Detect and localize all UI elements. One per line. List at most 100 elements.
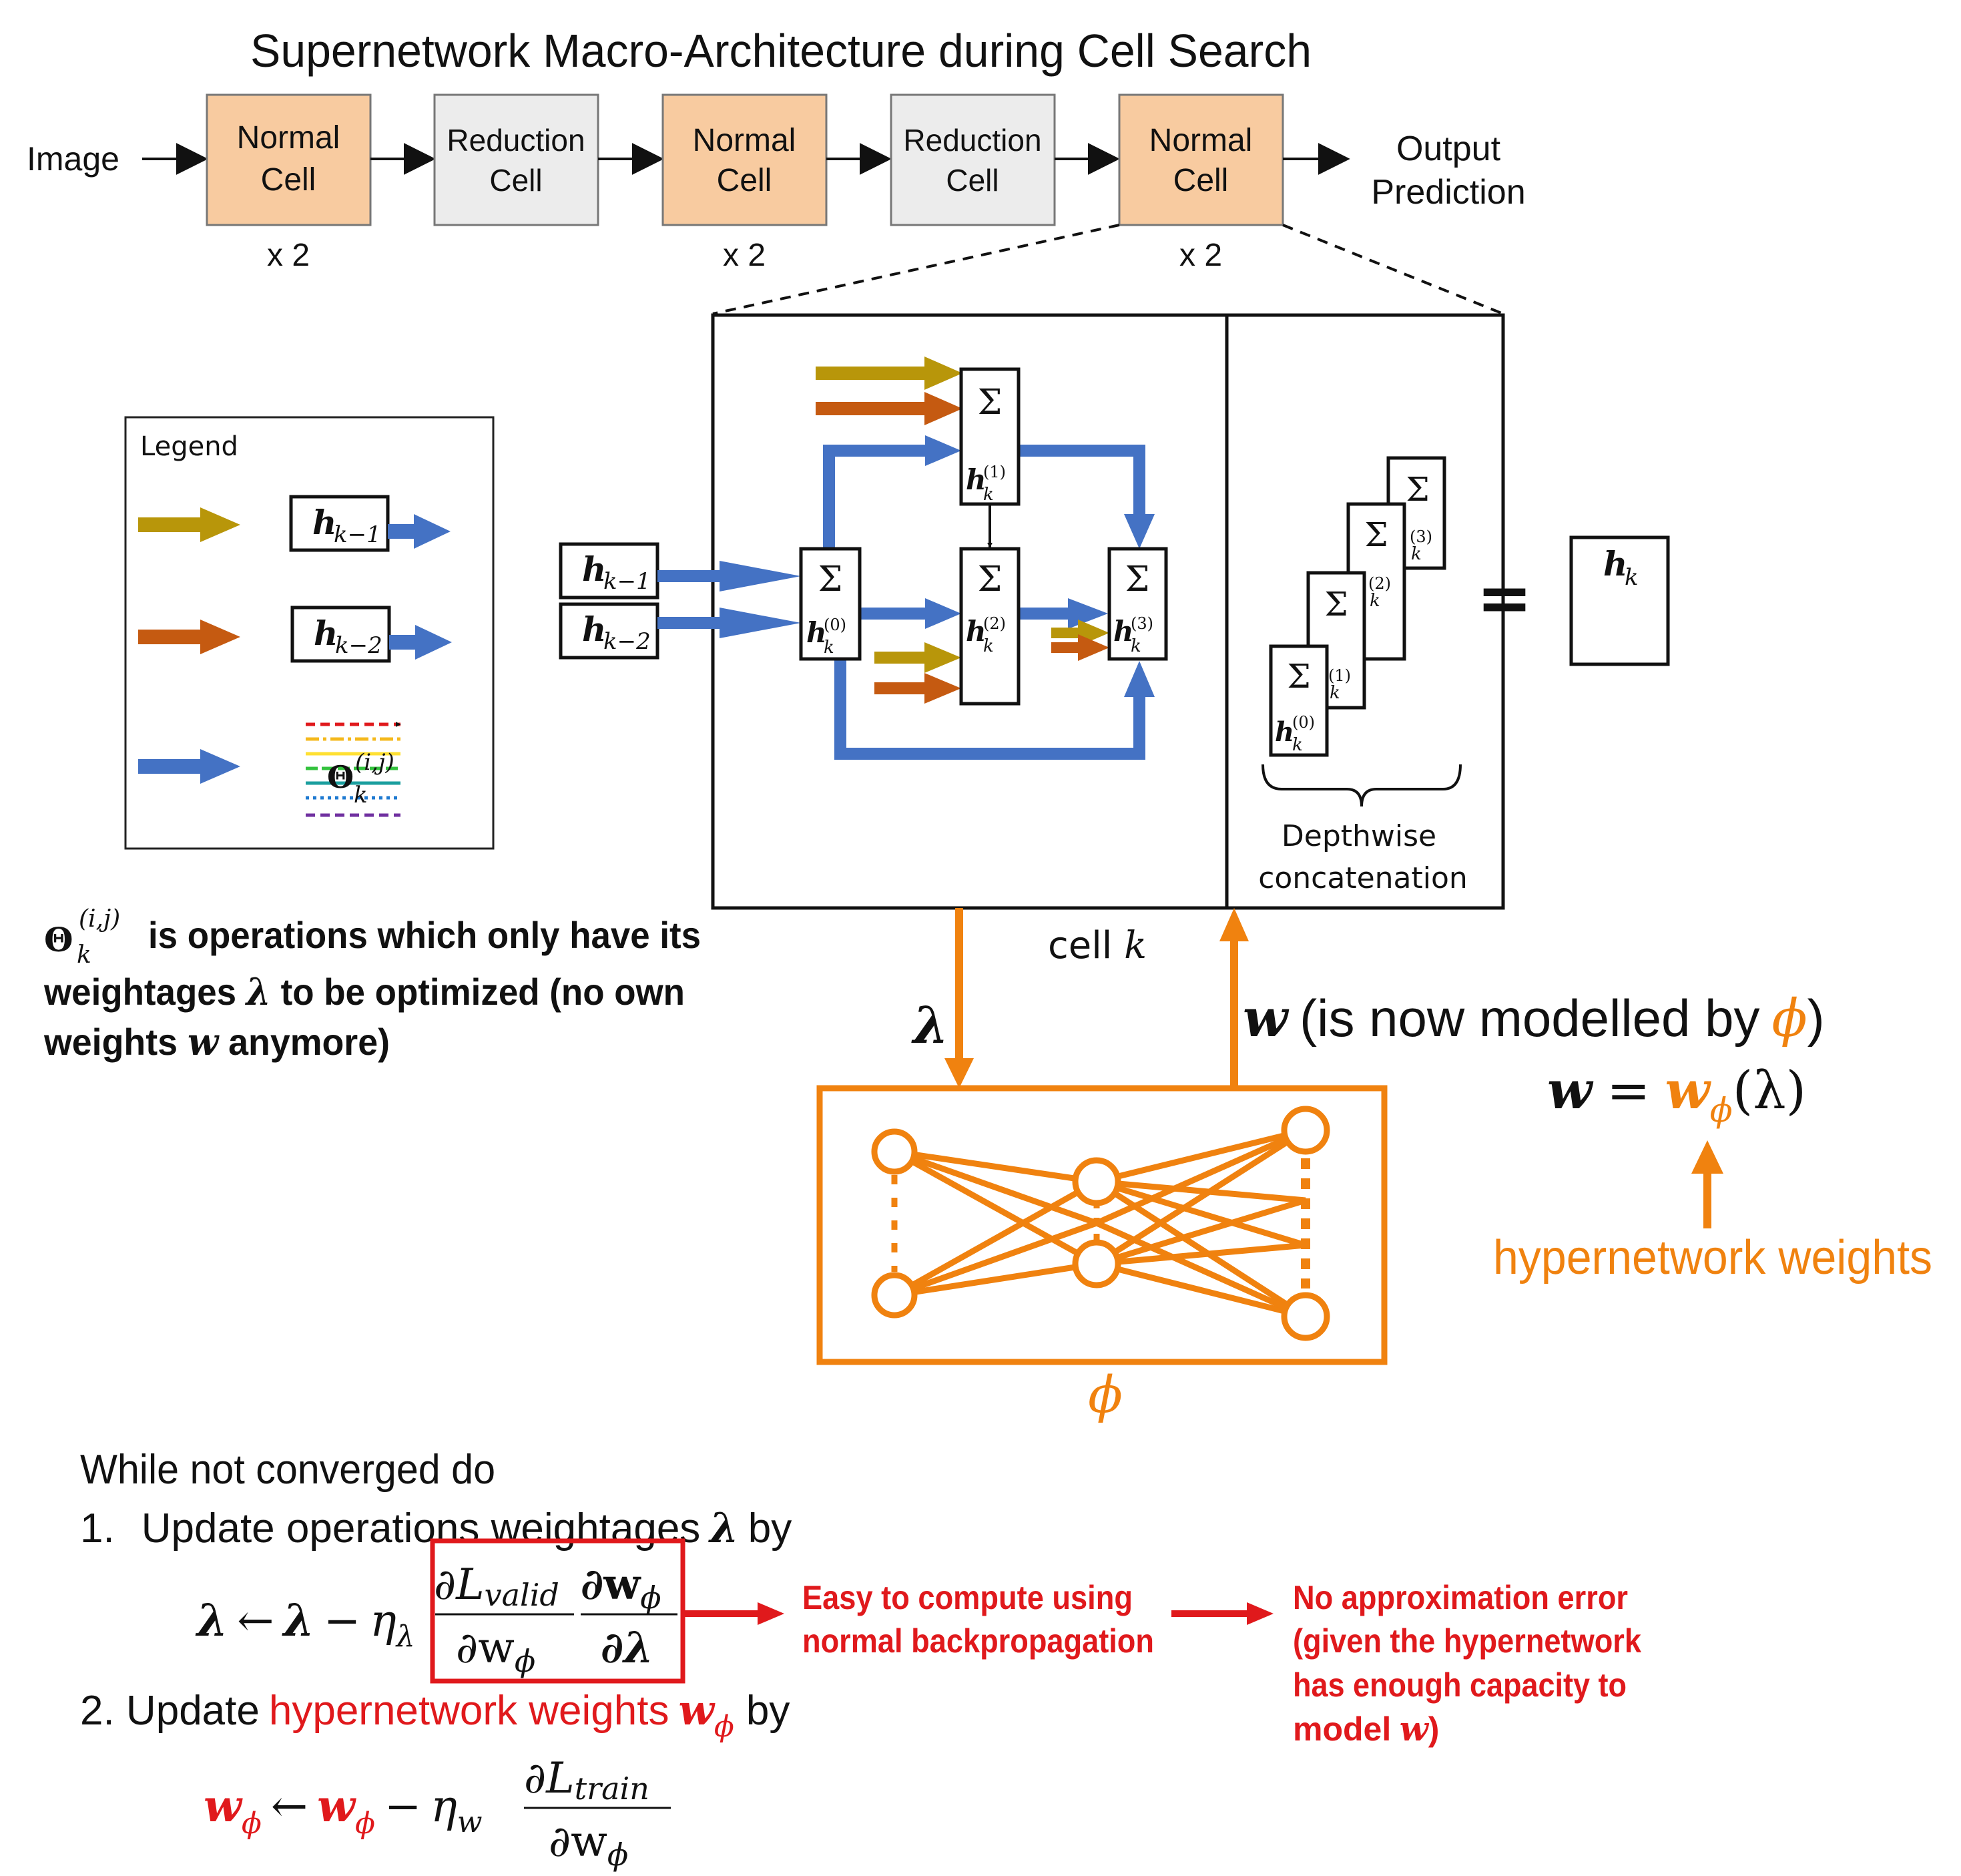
callouts: Easy to compute using normal backpropaga… xyxy=(683,1579,1641,1748)
callout-easy-line2: normal backpropagation xyxy=(802,1622,1154,1660)
cell-node-0-sub: k xyxy=(824,638,834,658)
concat-card-2-sup: (2) xyxy=(1368,574,1391,593)
macro-cell-1-box xyxy=(206,93,372,226)
cell-input-hk2: h k−2 xyxy=(559,602,659,660)
cell-node-1-sub: k xyxy=(983,485,994,505)
diagram-title: Supernetwork Macro-Architecture during C… xyxy=(250,25,1312,77)
legend: Legend h k−1 h k−2 xyxy=(124,416,495,850)
update2-lhs: wϕ←wϕ−ηw xyxy=(204,1780,483,1841)
cell-blue-edges xyxy=(657,435,1155,760)
cell-node-3-sym: h xyxy=(1113,615,1134,648)
macro-cell-2-line1: Reduction xyxy=(447,123,585,158)
cell-frame xyxy=(711,313,1505,910)
concat-card-0-sub: k xyxy=(1292,735,1303,755)
legend-hk1-item: h k−1 xyxy=(289,495,451,552)
macro-cell-1-repeat: x 2 xyxy=(267,238,310,273)
concat-card-3-sum: Σ xyxy=(1406,470,1429,509)
cell-node-3-sub: k xyxy=(1131,636,1141,656)
update1-num2: ∂wϕ xyxy=(581,1560,661,1616)
cell-node-0-sum: Σ xyxy=(818,559,843,600)
macro-cell-5-box xyxy=(1118,93,1284,226)
w-arrow-shaft xyxy=(1230,938,1238,1088)
cell-output-sub: k xyxy=(1625,564,1639,591)
cell-input-edges xyxy=(816,357,1109,704)
update1-den1: ∂wϕ xyxy=(456,1624,535,1679)
concat-card-3-sub: k xyxy=(1411,544,1422,564)
cell-output-sym: h xyxy=(1603,544,1627,583)
legend-theta-sup: (i,j) xyxy=(355,749,394,776)
concat-brace xyxy=(1262,764,1462,807)
cell-node-0: Σ h k (0) xyxy=(799,547,862,661)
legend-hk2-sub: k−2 xyxy=(335,632,382,659)
cell-input-hk1-sub: k−1 xyxy=(603,568,651,595)
cell-node-2-sup: (2) xyxy=(983,614,1006,633)
w-equation: w=wϕ(λ) xyxy=(1547,1060,1806,1130)
concat-label-line2: concatenation xyxy=(1258,861,1468,895)
macro-cell-5-line1: Normal xyxy=(1149,123,1253,158)
note-line2: weightages λ to be optimized (no own xyxy=(43,970,685,1014)
legend-title: Legend xyxy=(140,431,238,462)
weights-arrow-shaft xyxy=(1703,1168,1711,1228)
concat-card-1-sum: Σ xyxy=(1324,585,1348,624)
note-line1: is operations which only have its xyxy=(148,914,701,956)
concat-card-0-sym: h xyxy=(1275,716,1294,748)
macro-cell-1-line2: Cell xyxy=(261,162,316,198)
cell-input-hk1: h k−1 xyxy=(559,542,659,600)
cell-node-3-sum: Σ xyxy=(1125,559,1150,600)
legend-hk2-item: h k−2 xyxy=(290,606,452,663)
hypernetwork-nodes xyxy=(871,1106,1330,1341)
legend-rust-arrow xyxy=(138,620,240,654)
cell-node-1-sup: (1) xyxy=(983,463,1006,481)
macro-cell-1: Normal Cell x 2 xyxy=(206,93,372,273)
concat-label-line1: Depthwise xyxy=(1282,819,1436,853)
w-arrow-head xyxy=(1219,908,1249,941)
cell-caption: cell k xyxy=(1048,924,1147,967)
macro-cell-2-box xyxy=(433,93,599,226)
callout-noapprox-line2: (given the hypernetwork xyxy=(1293,1622,1641,1660)
cell-node-3-sup: (3) xyxy=(1131,614,1153,633)
macro-cell-2-line2: Cell xyxy=(489,163,542,198)
cell-node-2-sum: Σ xyxy=(978,559,1003,600)
macro-cell-3-box xyxy=(661,93,828,226)
macro-cell-5: Normal Cell x 2 xyxy=(1118,93,1284,273)
macro-cell-3-repeat: x 2 xyxy=(723,238,766,273)
update1-num1: ∂Lvalid xyxy=(434,1560,559,1613)
concat-card-0-sum: Σ xyxy=(1287,657,1310,696)
cell-input-hk2-sym: h xyxy=(582,610,606,649)
concat-card-1-sub: k xyxy=(1330,683,1340,703)
cell-equals: = xyxy=(1476,559,1532,637)
concat-card-2-sub: k xyxy=(1370,591,1380,611)
cell-node-2: Σ h k (2) xyxy=(959,547,1021,706)
theta-note: Θ k (i,j) is operations which only have … xyxy=(43,905,701,1064)
lambda-label: λ xyxy=(911,995,948,1055)
hypernetwork: λ xyxy=(816,908,1932,1424)
update1-den2: ∂λ xyxy=(601,1623,653,1673)
legend-theta-sym: Θ xyxy=(327,759,354,795)
callout-arrow2-head xyxy=(1247,1602,1274,1625)
macro-cell-4-box xyxy=(890,93,1056,226)
output-label-line2: Prediction xyxy=(1371,173,1525,212)
concat-card-2: Σ (2) k xyxy=(1346,502,1406,661)
legend-hk1-sym: h xyxy=(312,503,336,542)
concat-card-0-sup: (0) xyxy=(1292,713,1315,732)
legend-theta-item: Θ k (i,j) xyxy=(306,722,401,817)
update1-lhs: λ←λ−ηλ xyxy=(195,1594,415,1654)
callout-arrow1-head xyxy=(758,1602,784,1625)
macro-cell-2: Reduction Cell xyxy=(433,93,599,226)
weights-arrow-head xyxy=(1691,1140,1723,1174)
hypernetwork-phi-label: ϕ xyxy=(1088,1365,1123,1424)
callout-noapprox-line1: No approximation error xyxy=(1293,1579,1628,1616)
macro-cell-5-repeat: x 2 xyxy=(1179,238,1222,273)
cell-node-1-sum: Σ xyxy=(978,383,1003,423)
cell-node-0-sym: h xyxy=(806,616,827,649)
zoom-line-left xyxy=(712,224,1120,315)
legend-gold-arrow xyxy=(138,507,240,542)
macro-cell-4-line2: Cell xyxy=(946,163,999,198)
update2-den: ∂wϕ xyxy=(549,1817,628,1873)
input-image-label: Image xyxy=(27,140,119,178)
legend-theta-sub: k xyxy=(354,782,368,808)
legend-hk1-sub: k−1 xyxy=(334,521,381,548)
